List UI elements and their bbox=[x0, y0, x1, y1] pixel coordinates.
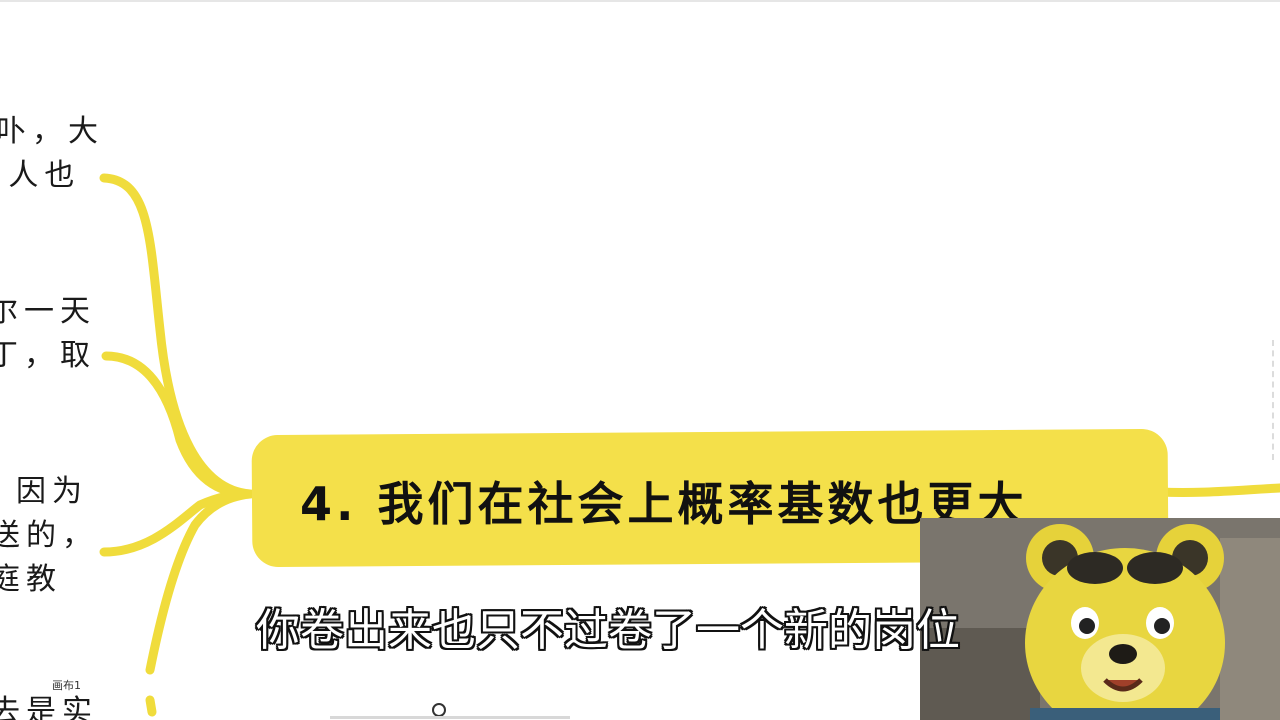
left-text-8: 去是实 bbox=[0, 694, 98, 720]
branch-line-2 bbox=[101, 351, 255, 499]
branch-line-4 bbox=[145, 489, 255, 675]
left-text-4: 丁，取 bbox=[0, 338, 96, 373]
bottom-node-edge bbox=[330, 716, 570, 719]
left-text-1: 卟，大 bbox=[0, 114, 104, 149]
branch-line-right bbox=[1155, 483, 1280, 498]
webcam-overlay bbox=[920, 518, 1280, 720]
left-text-6: 送的， bbox=[0, 518, 98, 553]
connector-dot bbox=[432, 703, 446, 717]
branch-line-1 bbox=[99, 173, 255, 499]
left-text-7: 庭教 bbox=[0, 562, 62, 597]
topic-title: 4. 我们在社会上概率基数也更大 bbox=[300, 477, 1028, 531]
left-text-5: 因为 bbox=[16, 474, 88, 509]
left-text-3: 尔一天 bbox=[0, 294, 96, 329]
canvas-label: 画布1 bbox=[52, 679, 81, 692]
right-edge-marks bbox=[1272, 340, 1280, 460]
branch-line-5 bbox=[145, 695, 157, 717]
bear-mascot-icon bbox=[920, 518, 1280, 720]
subtitle-caption: 你卷出来也只不过卷了一个新的岗位 bbox=[256, 605, 960, 656]
top-divider bbox=[0, 0, 1280, 2]
left-text-2: i人也 bbox=[0, 158, 81, 193]
